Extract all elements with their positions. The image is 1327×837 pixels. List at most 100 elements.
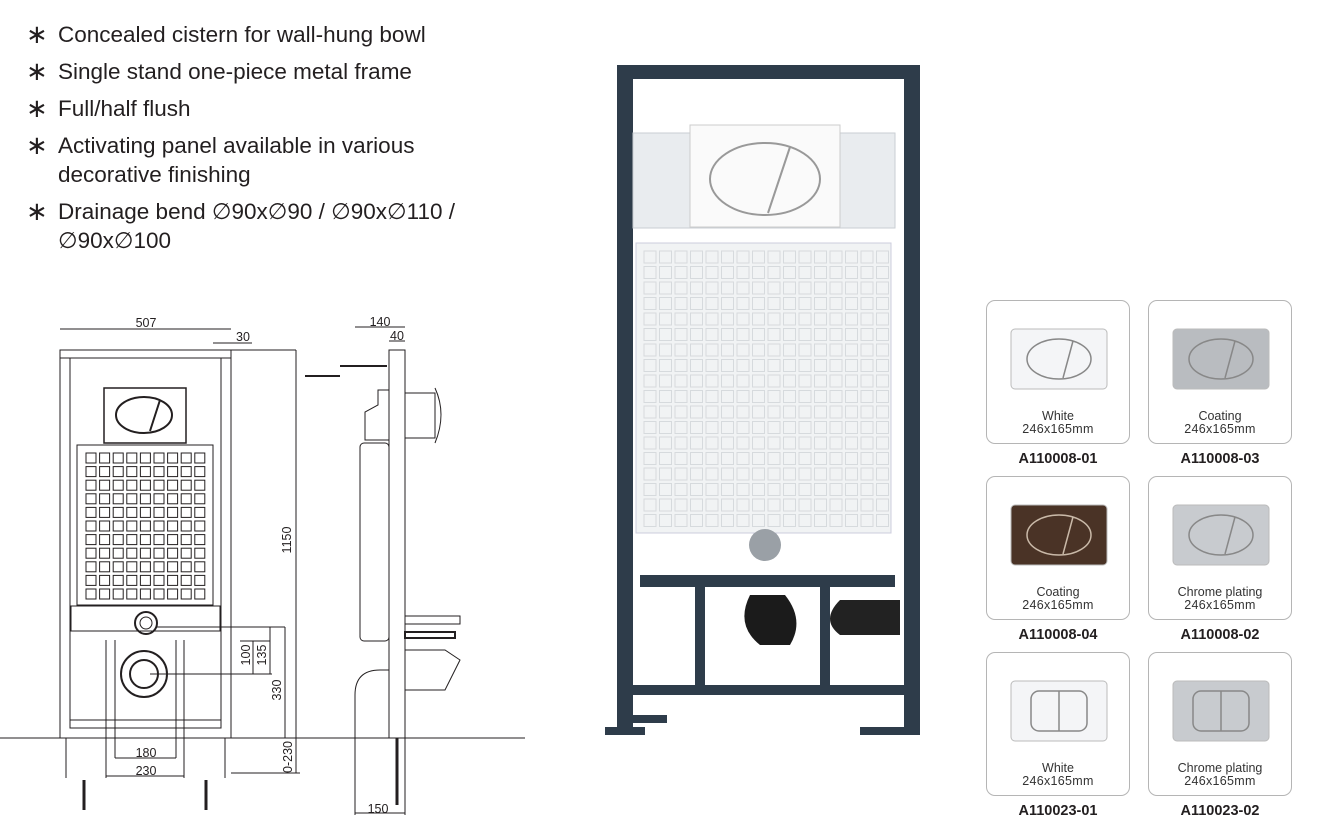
- flush-plate-icon: [1172, 328, 1270, 390]
- tile: [783, 498, 796, 512]
- tile: [736, 498, 750, 512]
- flush-panel-card[interactable]: Coating 246x165mm: [986, 476, 1130, 620]
- tile: [845, 452, 858, 465]
- tile: [783, 250, 796, 264]
- tile: [736, 467, 750, 481]
- feature-item: ∗Activating panel available in various d…: [26, 131, 478, 189]
- tile: [860, 421, 874, 434]
- dim-40: 40: [390, 329, 404, 343]
- tile: [126, 479, 138, 491]
- tile: [876, 266, 889, 279]
- feature-text: Drainage bend ∅90x∅90 / ∅90x∅110 / ∅90x∅…: [58, 199, 455, 253]
- tile: [194, 466, 206, 478]
- tile: [643, 436, 657, 450]
- tile: [721, 359, 734, 372]
- tile: [721, 452, 734, 465]
- tile: [674, 359, 688, 372]
- tile: [659, 405, 672, 419]
- tile: [783, 483, 796, 496]
- tile: [721, 343, 734, 357]
- tile: [736, 297, 750, 310]
- tile: [180, 534, 192, 546]
- tile: [736, 514, 750, 527]
- tile: [643, 281, 657, 295]
- tile: [139, 574, 151, 586]
- tile: [690, 405, 703, 419]
- tile: [876, 328, 889, 341]
- tile: [798, 328, 812, 341]
- tile: [736, 405, 750, 419]
- tile: [767, 343, 781, 357]
- tile: [876, 250, 889, 264]
- tile: [690, 498, 703, 512]
- tile: [674, 405, 688, 419]
- tile: [876, 374, 889, 388]
- tile: [690, 374, 703, 388]
- tile: [153, 547, 165, 559]
- tile: [659, 498, 672, 512]
- side-frame: [388, 349, 406, 739]
- tile: [194, 452, 206, 464]
- asterisk-icon: ∗: [26, 19, 48, 49]
- tile: [167, 547, 179, 559]
- tile: [860, 436, 874, 450]
- tile: [99, 588, 111, 600]
- tile: [752, 328, 765, 341]
- tile: [194, 534, 206, 546]
- asterisk-icon: ∗: [26, 93, 48, 123]
- tile: [690, 297, 703, 310]
- panel-size: 246x165mm: [1184, 774, 1256, 788]
- flush-panel-card[interactable]: Coating 246x165mm: [1148, 300, 1292, 444]
- tile: [112, 574, 124, 586]
- tile: [860, 343, 874, 357]
- tile: [126, 466, 138, 478]
- tile: [674, 452, 688, 465]
- tile: [153, 561, 165, 573]
- tile: [659, 421, 672, 434]
- tile: [814, 514, 827, 527]
- tile: [674, 436, 688, 450]
- tile: [180, 493, 192, 505]
- tile: [153, 574, 165, 586]
- tile: [783, 328, 796, 341]
- feature-item: ∗Concealed cistern for wall-hung bowl: [26, 20, 518, 49]
- tile: [752, 405, 765, 419]
- tile: [112, 534, 124, 546]
- tile: [798, 297, 812, 310]
- tile: [752, 498, 765, 512]
- tile: [860, 374, 874, 388]
- flush-panel-card[interactable]: White 246x165mm: [986, 652, 1130, 796]
- flush-plate-outline: [103, 387, 187, 444]
- tile: [783, 343, 796, 357]
- tile: [126, 452, 138, 464]
- panel-size: 246x165mm: [1184, 422, 1256, 436]
- tile: [705, 514, 719, 527]
- tile: [860, 405, 874, 419]
- tile: [829, 312, 843, 326]
- tile: [674, 312, 688, 326]
- tile: [798, 343, 812, 357]
- tile: [139, 561, 151, 573]
- tile: [829, 266, 843, 279]
- tile: [767, 359, 781, 372]
- flush-plate-icon: [1172, 680, 1270, 742]
- tile: [721, 297, 734, 310]
- tile: [876, 343, 889, 357]
- flush-panel-card[interactable]: Chrome plating 246x165mm: [1148, 652, 1292, 796]
- tile: [814, 467, 827, 481]
- tile: [783, 421, 796, 434]
- tile: [783, 297, 796, 310]
- asterisk-icon: ∗: [26, 130, 48, 160]
- tile: [643, 405, 657, 419]
- tile: [690, 390, 703, 403]
- tile: [767, 483, 781, 496]
- tile: [194, 479, 206, 491]
- flush-panel-card[interactable]: Chrome plating 246x165mm: [1148, 476, 1292, 620]
- panel-finish: Coating: [1198, 409, 1242, 423]
- tile: [153, 479, 165, 491]
- flush-panel-card[interactable]: White 246x165mm: [986, 300, 1130, 444]
- tile: [180, 547, 192, 559]
- tile: [674, 514, 688, 527]
- feature-list: ∗Concealed cistern for wall-hung bowl ∗S…: [26, 20, 518, 263]
- tile: [736, 421, 750, 434]
